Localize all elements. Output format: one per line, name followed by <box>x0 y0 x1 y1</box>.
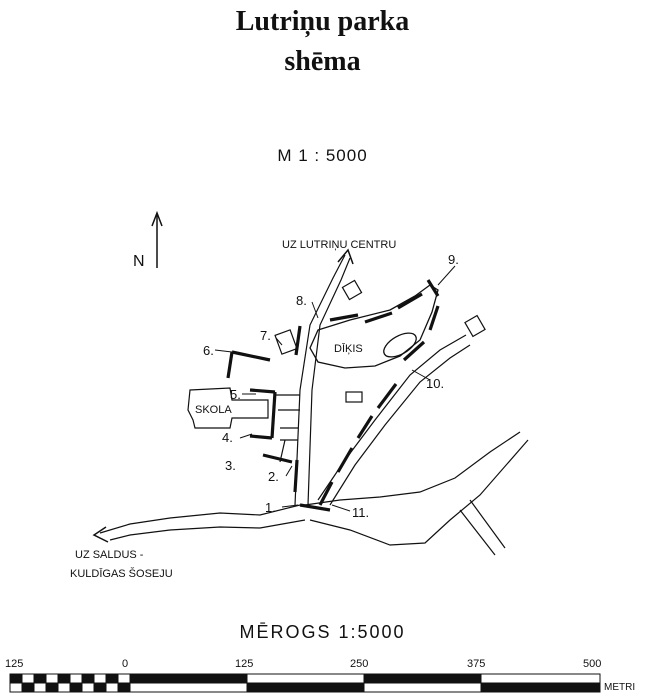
road-to-saldus <box>92 504 306 543</box>
label-to-highway-2: KULDĪGAS ŠOSEJU <box>70 567 173 580</box>
path-east <box>317 334 471 506</box>
school-building <box>187 387 269 429</box>
label-to-center: UZ LUTRIŅU CENTRU <box>282 239 396 251</box>
scale-label-bottom: MĒROGS 1:5000 <box>239 622 406 642</box>
point-4: 4. <box>222 430 233 445</box>
building-east <box>464 314 486 338</box>
point-10: 10. <box>426 376 444 391</box>
point-8: 8. <box>296 293 307 308</box>
map-scale-label: M 1 : 5000 <box>277 146 368 165</box>
point-3: 3. <box>225 458 236 473</box>
pond <box>309 284 439 369</box>
label-to-highway-1: UZ SALDUS - <box>75 549 144 561</box>
road-to-center <box>294 248 354 506</box>
label-school: SKOLA <box>195 404 232 416</box>
side-paths <box>275 394 300 463</box>
point-11: 11. <box>352 505 369 520</box>
building-center <box>345 391 363 403</box>
road-southeast <box>304 431 529 556</box>
point-7: 7. <box>260 328 271 343</box>
leader-lines <box>214 265 456 512</box>
map-title-line2: shēma <box>284 46 361 77</box>
point-2: 2. <box>268 469 279 484</box>
park-boundary <box>226 279 440 512</box>
point-9: 9. <box>448 252 459 267</box>
point-6: 6. <box>203 343 214 358</box>
point-1: 1. <box>265 500 276 515</box>
north-label: N <box>133 253 145 270</box>
north-arrow-icon <box>151 210 163 268</box>
map-title-line1: Lutriņu parka <box>235 6 410 37</box>
buildings <box>187 279 486 429</box>
building-north <box>341 279 363 301</box>
point-5: 5. <box>230 387 241 402</box>
label-pond: DĪĶIS <box>334 343 363 355</box>
building-7 <box>274 329 298 355</box>
